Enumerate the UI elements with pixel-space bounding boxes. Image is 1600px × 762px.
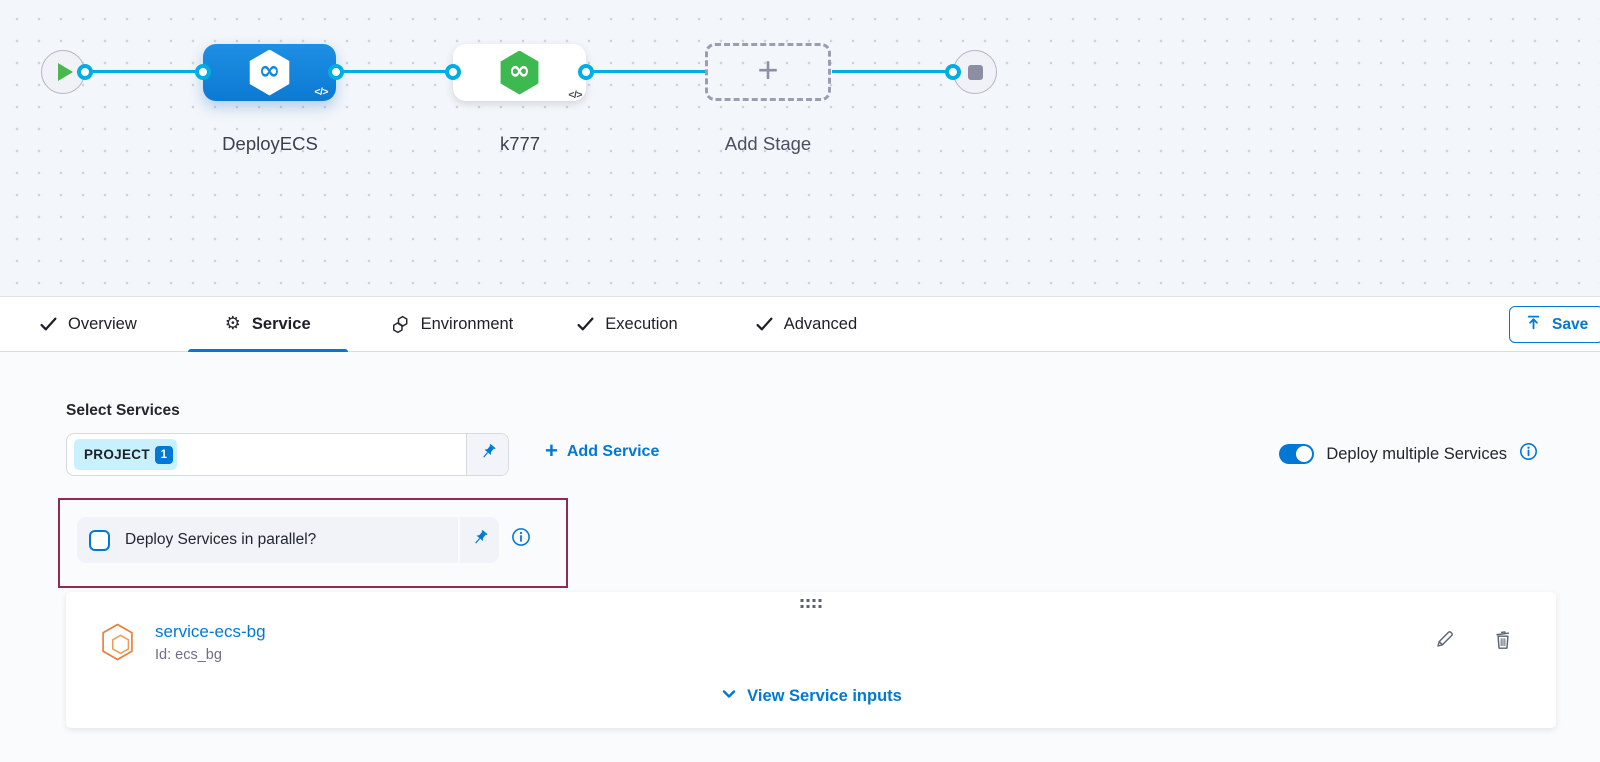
pencil-icon bbox=[1434, 638, 1456, 653]
harness-logo-icon: ∞ bbox=[498, 51, 542, 95]
tab-label: Environment bbox=[421, 315, 514, 334]
project-tag-label: PROJECT bbox=[84, 447, 150, 462]
deploy-parallel-field: Deploy Services in parallel? bbox=[77, 517, 499, 563]
service-tab-panel: Select Services PROJECT 1 bbox=[0, 352, 1600, 762]
node-port[interactable] bbox=[195, 64, 211, 80]
deploy-multiple-toggle[interactable] bbox=[1279, 444, 1314, 464]
select-services-label: Select Services bbox=[66, 402, 180, 420]
tab-label: Service bbox=[252, 315, 311, 334]
select-services-input[interactable]: PROJECT 1 bbox=[66, 433, 509, 476]
node-port[interactable] bbox=[445, 64, 461, 80]
check-icon bbox=[40, 317, 57, 332]
save-button-label: Save bbox=[1552, 316, 1588, 334]
parallel-checkbox[interactable] bbox=[89, 530, 110, 551]
highlight-outline: Deploy Services in parallel? bbox=[58, 498, 568, 588]
service-hexagon-icon bbox=[100, 622, 135, 667]
check-icon bbox=[577, 317, 594, 332]
service-card: service-ecs-bg Id: ecs_bg bbox=[66, 592, 1556, 728]
tab-label: Overview bbox=[68, 315, 137, 334]
chevron-down-icon bbox=[720, 685, 738, 708]
deploy-multiple-label: Deploy multiple Services bbox=[1326, 445, 1507, 464]
tab-label: Advanced bbox=[784, 315, 857, 334]
selected-services-field[interactable]: PROJECT 1 bbox=[67, 434, 466, 475]
stage-label: k777 bbox=[440, 133, 600, 155]
add-service-button[interactable]: + Add Service bbox=[545, 442, 659, 462]
check-icon bbox=[756, 317, 773, 332]
node-port[interactable] bbox=[578, 64, 594, 80]
cluster-icon bbox=[391, 315, 410, 334]
save-button[interactable]: Save bbox=[1509, 306, 1600, 343]
upload-icon bbox=[1525, 314, 1542, 336]
harness-logo-icon: ∞ bbox=[247, 50, 293, 96]
tab-execution[interactable]: Execution bbox=[577, 297, 677, 351]
play-icon bbox=[58, 63, 73, 81]
add-stage-button[interactable]: + bbox=[705, 43, 831, 101]
service-name-link[interactable]: service-ecs-bg bbox=[155, 622, 266, 642]
pin-icon bbox=[479, 443, 497, 466]
code-view-icon[interactable]: </> bbox=[314, 86, 328, 98]
pin-runtime-input-button[interactable] bbox=[466, 434, 508, 475]
drag-handle-icon[interactable] bbox=[801, 599, 822, 608]
toggle-knob bbox=[1296, 446, 1312, 462]
tab-environment[interactable]: Environment bbox=[391, 297, 514, 351]
pin-icon bbox=[471, 529, 489, 552]
stage-tabbar: Overview ⚙ Service Environment bbox=[0, 296, 1600, 352]
tab-label: Execution bbox=[605, 315, 677, 334]
stage-node-k777[interactable]: ∞ </> bbox=[453, 44, 586, 101]
info-icon[interactable] bbox=[1519, 442, 1538, 466]
connector-line bbox=[832, 70, 961, 73]
stage-label: DeployECS bbox=[190, 133, 350, 155]
node-port[interactable] bbox=[77, 64, 93, 80]
trash-icon bbox=[1492, 640, 1514, 655]
tab-advanced[interactable]: Advanced bbox=[756, 297, 857, 351]
pin-runtime-input-button[interactable] bbox=[458, 517, 499, 563]
service-id-text: Id: ecs_bg bbox=[155, 647, 266, 663]
tab-overview[interactable]: Overview bbox=[40, 297, 137, 351]
deploy-multiple-row: Deploy multiple Services bbox=[1279, 442, 1538, 466]
view-service-inputs-label: View Service inputs bbox=[747, 687, 902, 706]
add-stage-label: Add Stage bbox=[688, 133, 848, 155]
delete-service-button[interactable] bbox=[1492, 628, 1514, 655]
service-summary: service-ecs-bg Id: ecs_bg bbox=[100, 622, 266, 667]
tab-service[interactable]: ⚙ Service bbox=[225, 297, 311, 351]
project-tag-count-badge: 1 bbox=[155, 446, 173, 464]
info-icon[interactable] bbox=[511, 527, 531, 552]
view-service-inputs-toggle[interactable]: View Service inputs bbox=[66, 685, 1556, 708]
gear-icon: ⚙ bbox=[225, 315, 241, 333]
connector-line bbox=[336, 70, 453, 73]
pipeline-canvas[interactable]: ∞ </> DeployECS ∞ </> k777 + Add Stage bbox=[0, 0, 1600, 296]
node-port[interactable] bbox=[945, 64, 961, 80]
node-port[interactable] bbox=[328, 64, 344, 80]
stage-node-deployecs[interactable]: ∞ </> bbox=[203, 44, 336, 101]
service-text-block: service-ecs-bg Id: ecs_bg bbox=[155, 622, 266, 663]
edit-service-button[interactable] bbox=[1434, 628, 1456, 653]
connector-line bbox=[586, 70, 705, 73]
code-view-icon[interactable]: </> bbox=[568, 89, 582, 101]
add-service-label: Add Service bbox=[567, 443, 659, 461]
project-scope-tag[interactable]: PROJECT 1 bbox=[74, 439, 177, 470]
stop-icon bbox=[968, 65, 983, 80]
plus-icon: + bbox=[545, 440, 558, 462]
parallel-checkbox-label: Deploy Services in parallel? bbox=[125, 531, 316, 549]
